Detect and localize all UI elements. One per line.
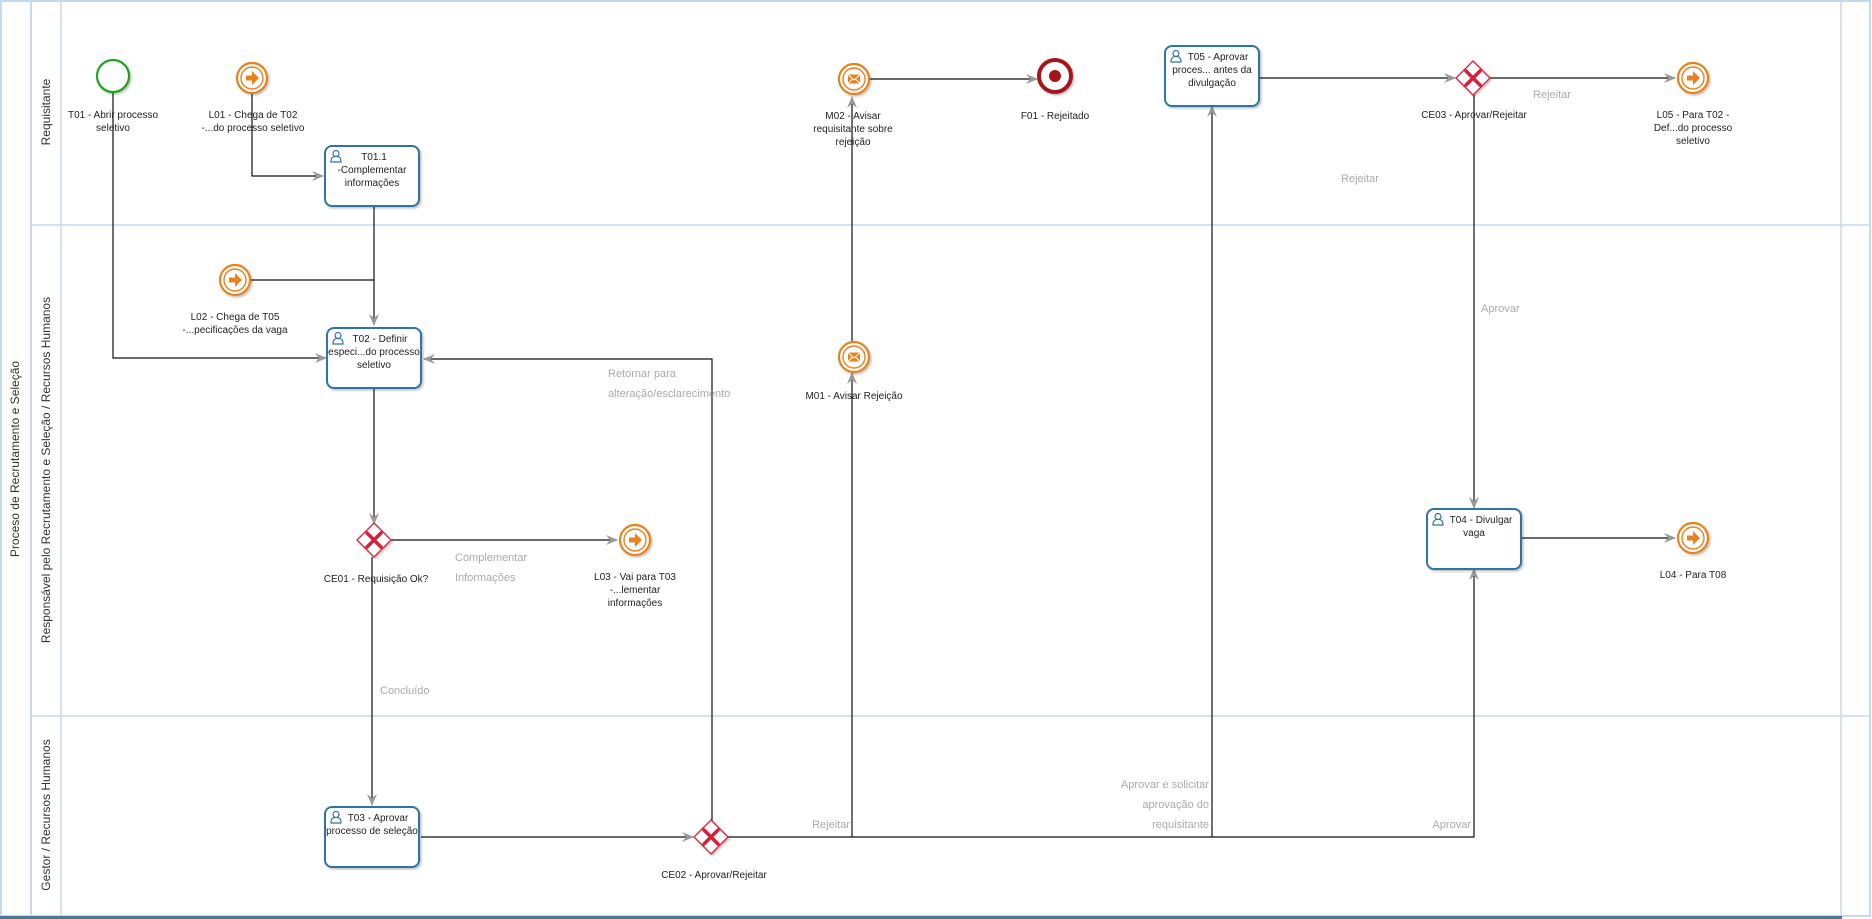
envelope-icon bbox=[848, 352, 860, 362]
gateway-ce02[interactable] bbox=[693, 819, 729, 855]
task-label: seletivo bbox=[357, 360, 391, 371]
task-label: informações bbox=[345, 178, 399, 189]
flow-label-aprovar-ce03: Aprovar bbox=[1481, 303, 1520, 315]
task-label: -Complementar bbox=[338, 165, 408, 176]
flow-label-retornar-2: alteração/esclarecimento bbox=[608, 388, 730, 400]
lane-label-requisitante[interactable]: Requisitante bbox=[39, 78, 53, 145]
flow-label-complementar-2: Informações bbox=[455, 572, 516, 584]
task-label: T01.1 bbox=[361, 152, 387, 163]
flow-label-retornar: Retornar para bbox=[608, 368, 677, 380]
link-event-l01[interactable] bbox=[235, 61, 269, 95]
event-label: M02 - Avisar bbox=[825, 111, 881, 122]
flow-ce02-t02[interactable] bbox=[423, 354, 713, 821]
arrow-right-icon bbox=[246, 71, 259, 85]
event-label: L05 - Para T02 - bbox=[1657, 110, 1730, 121]
flow-label-aprovar-solicitar-3: requisitante bbox=[1152, 819, 1209, 831]
gateway-ce01[interactable] bbox=[356, 522, 392, 558]
user-icon bbox=[1170, 49, 1182, 63]
event-label: seletivo bbox=[1676, 136, 1710, 147]
task-t04[interactable] bbox=[1426, 508, 1522, 570]
user-icon bbox=[330, 810, 342, 824]
pool-title[interactable]: Proceso de Recrutamento e Seleção bbox=[8, 361, 22, 557]
event-label: requisitante sobre bbox=[813, 124, 893, 135]
task-label: T02 - Definir bbox=[352, 334, 408, 345]
flow-label-complementar: Complementar bbox=[455, 552, 527, 564]
user-task-icons bbox=[330, 49, 1444, 824]
gateway-ce03[interactable] bbox=[1455, 60, 1491, 96]
gateway-label: CE02 - Aprovar/Rejeitar bbox=[661, 870, 767, 881]
arrow-right-icon bbox=[1687, 531, 1700, 545]
task-label: proces... antes da bbox=[1172, 65, 1252, 76]
flow-labels: Complementar Informações Concluído Retor… bbox=[380, 89, 1571, 831]
events: T01 - Abrir processo seletivo L01 - Cheg… bbox=[68, 58, 1733, 609]
bottom-bar bbox=[0, 916, 1842, 919]
message-event-m02[interactable] bbox=[837, 62, 871, 96]
event-label: L04 - Para T08 bbox=[1660, 570, 1727, 581]
flow-label-rejeitar-ce03: Rejeitar bbox=[1533, 89, 1571, 101]
flow-label-aprovar-ce02: Aprovar bbox=[1432, 819, 1471, 831]
user-icon bbox=[332, 331, 344, 345]
x-icon bbox=[702, 828, 720, 846]
event-label: M01 - Avisar Rejeição bbox=[805, 391, 903, 402]
event-label: rejeição bbox=[835, 137, 870, 148]
envelope-icon bbox=[848, 74, 860, 84]
event-label: seletivo bbox=[96, 123, 130, 134]
link-event-l03[interactable] bbox=[618, 523, 652, 557]
event-label: L02 - Chega de T05 bbox=[191, 312, 280, 323]
event-label: Def...do processo bbox=[1654, 123, 1733, 134]
event-label: F01 - Rejeitado bbox=[1021, 111, 1090, 122]
flow-label-concluido: Concluído bbox=[380, 685, 430, 697]
task-label: vaga bbox=[1463, 528, 1485, 539]
event-label: L01 - Chega de T02 bbox=[209, 110, 298, 121]
sequence-flows bbox=[112, 73, 1676, 842]
user-icon bbox=[1432, 512, 1444, 526]
gateways: CE01 - Requisição Ok? CE02 - Aprovar/Rej… bbox=[324, 60, 1527, 881]
flow-label-aprovar-solicitar-2: aprovação do bbox=[1142, 799, 1209, 811]
user-icon bbox=[330, 149, 342, 163]
lane-label-rs[interactable]: Responsável pelo Recrutamento e Seleção … bbox=[39, 297, 53, 643]
x-icon bbox=[1464, 69, 1482, 87]
task-label: especi...do processo bbox=[328, 347, 420, 358]
start-event-t01[interactable] bbox=[95, 58, 131, 94]
flow-label-rejeitar-ce03-below: Rejeitar bbox=[1341, 173, 1379, 185]
event-label: L03 - Vai para T03 bbox=[594, 572, 676, 583]
arrow-right-icon bbox=[1687, 71, 1700, 85]
task-t03[interactable] bbox=[324, 806, 420, 868]
link-event-l05[interactable] bbox=[1676, 61, 1710, 95]
task-label: processo de seleção bbox=[326, 826, 418, 837]
event-label: -...pecificações da vaga bbox=[182, 325, 287, 336]
gateway-label: CE03 - Aprovar/Rejeitar bbox=[1421, 110, 1527, 121]
link-event-l04[interactable] bbox=[1676, 521, 1710, 555]
task-t05[interactable] bbox=[1164, 45, 1260, 107]
message-event-m01[interactable] bbox=[837, 340, 871, 374]
event-label: -...do processo seletivo bbox=[202, 123, 305, 134]
task-t01-1[interactable] bbox=[324, 145, 420, 207]
terminate-icon bbox=[1049, 70, 1061, 82]
task-label: T04 - Divulgar bbox=[1450, 515, 1513, 526]
task-label: T05 - Aprovar bbox=[1188, 52, 1249, 63]
flow-t01-t02[interactable] bbox=[112, 93, 327, 363]
task-label: T03 - Aprovar bbox=[348, 813, 409, 824]
event-label: T01 - Abrir processo bbox=[68, 110, 158, 121]
task-label: divulgação bbox=[1188, 78, 1236, 89]
x-icon bbox=[365, 531, 383, 549]
task-t02[interactable] bbox=[326, 327, 422, 389]
link-event-l02[interactable] bbox=[218, 263, 252, 297]
flow-label-rejeitar-ce02: Rejeitar bbox=[812, 819, 850, 831]
lane-label-gestor[interactable]: Gestor / Recursos Humanos bbox=[39, 739, 53, 890]
arrow-right-icon bbox=[229, 273, 242, 287]
gateway-label: CE01 - Requisição Ok? bbox=[324, 574, 429, 585]
flow-ce02-t04[interactable] bbox=[728, 568, 1479, 838]
event-label: informações bbox=[608, 598, 662, 609]
flow-label-aprovar-solicitar: Aprovar e solicitar bbox=[1121, 779, 1209, 791]
end-event-f01[interactable] bbox=[1037, 58, 1073, 94]
flow-l01-t011[interactable] bbox=[251, 93, 324, 181]
tasks: T01.1 -Complementar informações T02 - De… bbox=[324, 45, 1522, 868]
arrow-right-icon bbox=[629, 533, 642, 547]
event-label: -...lementar bbox=[610, 585, 661, 596]
